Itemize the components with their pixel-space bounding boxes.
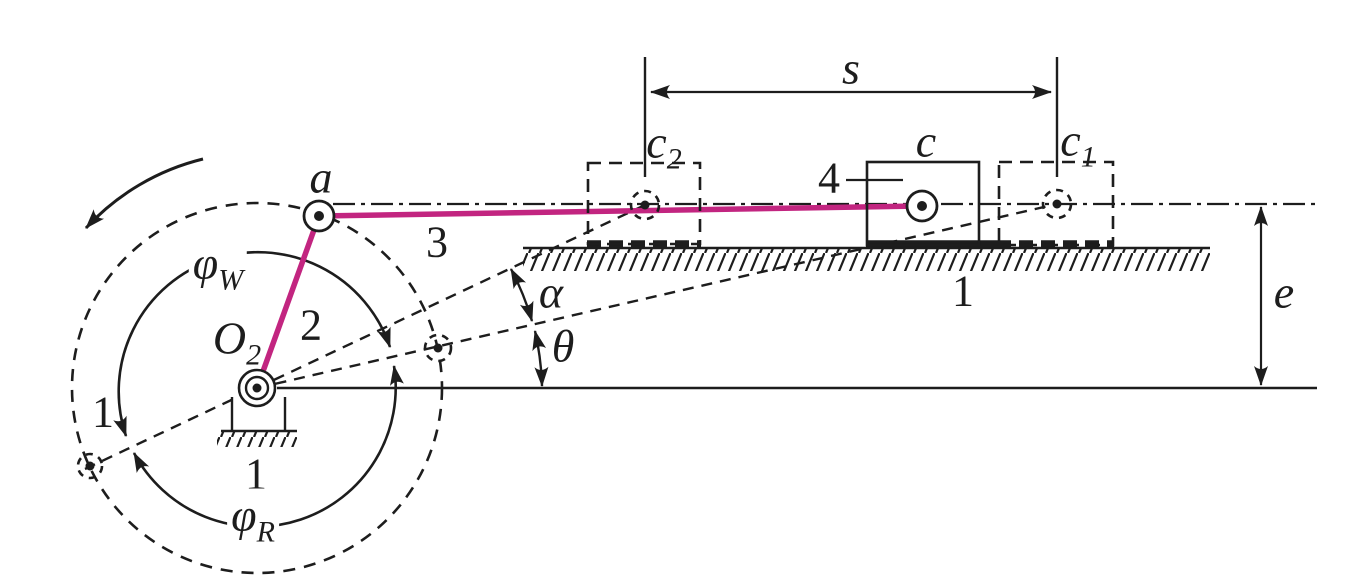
slider-block-phantom-near	[586, 161, 702, 246]
stroke-dimension	[643, 57, 1059, 177]
slider-extreme-far-label-base: c	[1060, 114, 1081, 166]
theta-angle-arc	[532, 330, 549, 387]
crank-pin-phantom-overlapped	[76, 452, 104, 480]
coupler-link	[318, 203, 922, 219]
slider-extreme-near-label-base: c	[646, 116, 667, 168]
slider-block	[865, 160, 981, 247]
extended-dead-centre-line	[256, 202, 1058, 390]
frame-link-label-left: 1	[92, 387, 114, 437]
return-angle-label-sub: R	[256, 515, 275, 549]
crank-pivot-label-sub: 2	[246, 338, 262, 372]
rotation-direction-arrow	[84, 157, 204, 230]
return-angle-label-base: φ	[231, 489, 257, 541]
slider-block-phantom-far	[997, 160, 1115, 247]
slider-pin-phantom-far	[1041, 188, 1073, 220]
coupler-link-label: 3	[426, 217, 448, 267]
return-angle-label: φR	[227, 488, 279, 549]
slider-label: c	[915, 115, 937, 167]
pivot-pedestal	[217, 397, 297, 447]
slider-pin-phantom-near	[629, 189, 661, 221]
crank-pivot-label: O2	[212, 312, 261, 372]
pedestal-ground-hatching	[217, 432, 297, 447]
working-angle-label-sub: W	[218, 263, 244, 297]
slider-extreme-near-label: c2	[646, 116, 681, 176]
crank-pivot-label-base: O	[212, 312, 247, 364]
ground-hatching	[523, 249, 1210, 271]
slider-extreme-far-label: c1	[1060, 114, 1095, 174]
theta-angle-label: θ	[551, 320, 575, 372]
frame-link-label-guide: 1	[952, 266, 974, 316]
alpha-angle-label: α	[538, 266, 564, 318]
crank-link-label: 2	[300, 300, 322, 350]
crank-link	[254, 215, 322, 389]
slider-block-link-label: 4	[818, 153, 840, 203]
stroke-dimension-label: s	[842, 42, 860, 94]
fixed-pivot-joint	[237, 368, 277, 408]
slider-extreme-near-label-sub: 2	[666, 142, 682, 176]
alpha-angle-arc	[509, 268, 534, 322]
offset-dimension-label: e	[1273, 266, 1295, 318]
crank-pin-phantom-extended	[423, 333, 453, 363]
return-stroke-angle-arc	[132, 365, 404, 528]
slider-pin-joint	[905, 189, 939, 223]
slider-guide-ground	[523, 240, 1210, 271]
slider-extreme-far-label-sub: 1	[1080, 140, 1096, 174]
working-angle-label: φW	[188, 236, 248, 297]
crank-pin-joint	[302, 199, 336, 233]
working-angle-label-base: φ	[192, 237, 219, 289]
crank-pin-label: a	[309, 151, 333, 203]
